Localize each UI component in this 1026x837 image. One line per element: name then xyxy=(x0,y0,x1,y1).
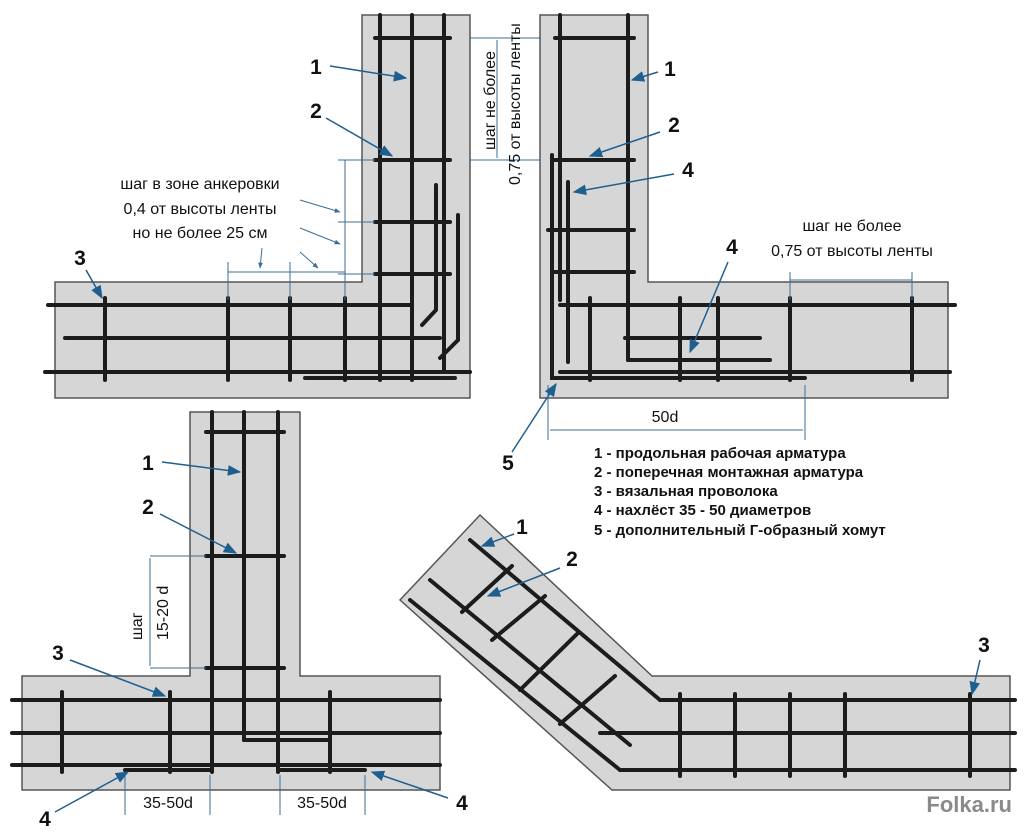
callout-4-overlap: 4 xyxy=(726,236,738,259)
corner-anchorage-diagram: шаг в зоне анкеровки 0,4 от высоты ленты… xyxy=(43,13,472,399)
callout-4-tee-left: 4 xyxy=(39,808,51,831)
overlap-50d: 50d xyxy=(652,409,679,426)
t-junction-diagram: шаг 15-20 d 35-50d 35-50d 1 2 3 4 4 xyxy=(10,410,468,831)
vertical-step-dimension: шаг не более 0,75 от высоты ленты xyxy=(470,23,555,185)
callout-4-tee-right: 4 xyxy=(456,792,468,815)
legend-item-2: 2 - поперечная монтажная арматура xyxy=(594,464,864,481)
concrete-corner-right xyxy=(539,14,949,399)
callout-2-tee: 2 xyxy=(142,496,154,519)
anchorage-step-line1: шаг в зоне анкеровки xyxy=(120,176,279,193)
right-step-line2: 0,75 от высоты ленты xyxy=(771,243,933,260)
concrete-t-junction xyxy=(21,411,441,791)
callout-1-topleft: 1 xyxy=(310,56,322,79)
callout-3-angle: 3 xyxy=(978,634,990,657)
callout-3-topleft: 3 xyxy=(74,247,86,270)
vertical-step-line2: 0,75 от высоты ленты xyxy=(507,23,524,185)
t-step-line1: шаг xyxy=(129,612,146,640)
t-step-line2: 15-20 d xyxy=(155,586,172,640)
callout-2-topright: 2 xyxy=(668,114,680,137)
callout-2-topleft: 2 xyxy=(310,100,322,123)
legend-item-3: 3 - вязальная проволока xyxy=(594,483,778,500)
concrete-angle xyxy=(398,513,1011,791)
right-step-line1: шаг не более xyxy=(802,218,901,235)
callout-5: 5 xyxy=(502,452,514,475)
callout-3-tee: 3 xyxy=(52,642,64,665)
callout-2-angle: 2 xyxy=(566,548,578,571)
anchorage-step-line2: 0,4 от высоты ленты xyxy=(124,201,277,218)
vertical-step-line1: шаг не более xyxy=(482,51,499,150)
anchorage-step-line3: но не более 25 см xyxy=(133,225,268,242)
angle-junction-diagram: 1 2 3 xyxy=(398,513,1017,791)
callout-1-angle: 1 xyxy=(516,516,528,539)
callout-4-topright: 4 xyxy=(682,159,694,182)
legend-item-5: 5 - дополнительный Г-образный хомут xyxy=(594,522,886,539)
legend: 1 - продольная рабочая арматура 2 - попе… xyxy=(594,445,886,539)
legend-item-4: 4 - нахлёст 35 - 50 диаметров xyxy=(594,502,811,519)
callout-1-tee: 1 xyxy=(142,452,154,475)
t-overlap-right: 35-50d xyxy=(297,795,347,812)
corner-clamp-diagram: шаг не более 0,75 от высоты ленты 50d 1 … xyxy=(502,13,957,475)
legend-item-1: 1 - продольная рабочая арматура xyxy=(594,445,846,462)
watermark: Folka.ru xyxy=(926,792,1012,817)
t-overlap-left: 35-50d xyxy=(143,795,193,812)
callout-1-topright: 1 xyxy=(664,58,676,81)
concrete-corner-left xyxy=(54,14,471,399)
